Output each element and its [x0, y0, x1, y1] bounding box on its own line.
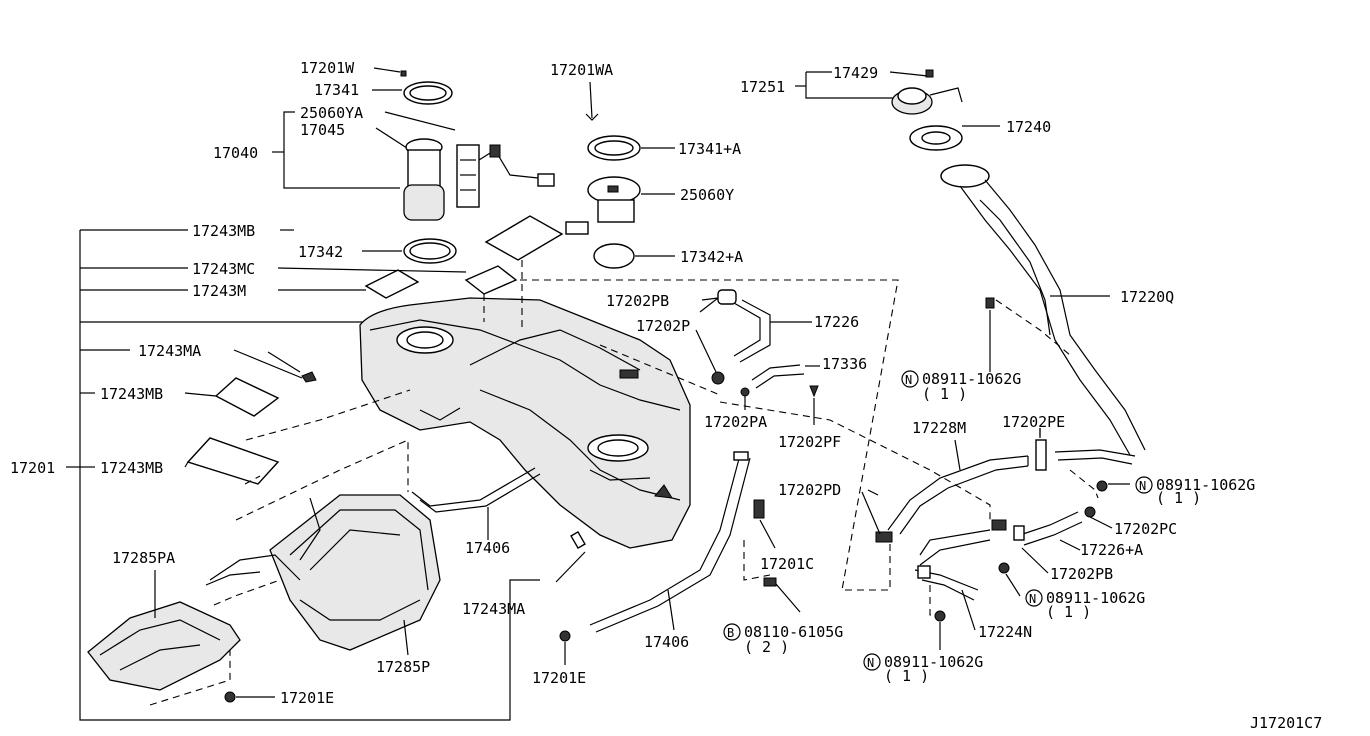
- label-08911-c-qty: ( 1 ): [1046, 603, 1091, 621]
- label-17341: 17341: [314, 81, 359, 99]
- nut-symbol-icon: N: [901, 370, 919, 388]
- under-cover-17285PA: [87, 570, 241, 691]
- nut-symbol-icon: N: [1135, 476, 1153, 494]
- label-25060Y: 25060Y: [680, 186, 734, 204]
- tank-dashed-guides: [149, 260, 1099, 706]
- svg-text:N: N: [1029, 592, 1036, 606]
- label-17202PF: 17202PF: [778, 433, 841, 451]
- svg-text:N: N: [867, 656, 874, 670]
- vent-hoses-lower: [861, 428, 1130, 650]
- heat-shield-17285P: [205, 494, 441, 656]
- insulator-plates: [186, 215, 564, 485]
- label-17285P: 17285P: [376, 658, 430, 676]
- label-17285PA: 17285PA: [112, 549, 175, 567]
- evap-hoses: [695, 289, 1108, 518]
- label-17202PB-low: 17202PB: [1050, 565, 1113, 583]
- label-17224N: 17224N: [978, 623, 1032, 641]
- label-17406-mid: 17406: [465, 539, 510, 557]
- label-17240: 17240: [1006, 118, 1051, 136]
- label-17201W: 17201W: [300, 59, 355, 77]
- filler-neck: [795, 69, 1146, 465]
- fasteners-left: [224, 499, 801, 703]
- label-17243M: 17243M: [192, 282, 246, 300]
- label-17045: 17045: [300, 121, 345, 139]
- label-17243MC: 17243MC: [192, 260, 255, 278]
- svg-text:B: B: [727, 626, 734, 640]
- label-08911-b: 08911-1062G: [1156, 476, 1255, 494]
- label-17201: 17201: [10, 459, 55, 477]
- label-17201C: 17201C: [760, 555, 814, 573]
- label-17040: 17040: [213, 144, 258, 162]
- label-08911-d: 08911-1062G: [884, 653, 983, 671]
- label-17243MB-low: 17243MB: [100, 459, 163, 477]
- label-17243MA-left: 17243MA: [138, 342, 201, 360]
- circled-symbols: N N N N B: [723, 370, 1153, 671]
- label-17202PC: 17202PC: [1114, 520, 1177, 538]
- leader-lines: [184, 295, 1060, 496]
- label-17202PE: 17202PE: [1002, 413, 1065, 431]
- label-17342: 17342: [298, 243, 343, 261]
- nut-symbol-icon: N: [863, 653, 881, 671]
- label-08911-a: 08911-1062G: [922, 370, 1021, 388]
- svg-text:N: N: [1139, 479, 1146, 493]
- label-17243MB-top: 17243MB: [192, 222, 255, 240]
- sub-pump-group: [565, 81, 675, 269]
- label-08911-b-qty: ( 1 ): [1156, 489, 1201, 507]
- label-17341A: 17341+A: [678, 140, 741, 158]
- label-08911-d-qty: ( 1 ): [884, 667, 929, 685]
- label-25060YA: 25060YA: [300, 104, 363, 122]
- fuel-pump-group: [272, 67, 555, 221]
- label-17342A: 17342+A: [680, 248, 743, 266]
- label-17251: 17251: [740, 78, 785, 96]
- label-17201WA: 17201WA: [550, 61, 613, 79]
- bolt-symbol-icon: B: [723, 623, 741, 641]
- label-17202PA: 17202PA: [704, 413, 767, 431]
- fuel-tank: [359, 297, 691, 549]
- label-08110: 08110-6105G: [744, 623, 843, 641]
- label-17202P: 17202P: [636, 317, 690, 335]
- label-17228M: 17228M: [912, 419, 966, 437]
- tank-straps: [411, 451, 751, 633]
- part-number-labels: 17201W 17341 25060YA 17045 17040 17201WA…: [10, 59, 1322, 732]
- label-17406-low: 17406: [644, 633, 689, 651]
- label-17429: 17429: [833, 64, 878, 82]
- svg-text:N: N: [905, 373, 912, 387]
- label-17243MA-bot: 17243MA: [462, 600, 525, 618]
- label-17226A: 17226+A: [1080, 541, 1143, 559]
- label-17243MB-mid: 17243MB: [100, 385, 163, 403]
- label-08911-c: 08911-1062G: [1046, 589, 1145, 607]
- label-17202PB-top: 17202PB: [606, 292, 669, 310]
- label-17226: 17226: [814, 313, 859, 331]
- label-17336: 17336: [822, 355, 867, 373]
- diagram-id: J17201C7: [1250, 714, 1322, 732]
- assembly-bracket-17201: [66, 229, 540, 721]
- label-08110-qty: ( 2 ): [744, 638, 789, 656]
- label-17202PD: 17202PD: [778, 481, 841, 499]
- label-08911-a-qty: ( 1 ): [922, 385, 967, 403]
- nut-symbol-icon: N: [1025, 589, 1043, 607]
- label-17201E-bot: 17201E: [532, 669, 586, 687]
- label-17220Q: 17220Q: [1120, 288, 1174, 306]
- label-17201E-left: 17201E: [280, 689, 334, 707]
